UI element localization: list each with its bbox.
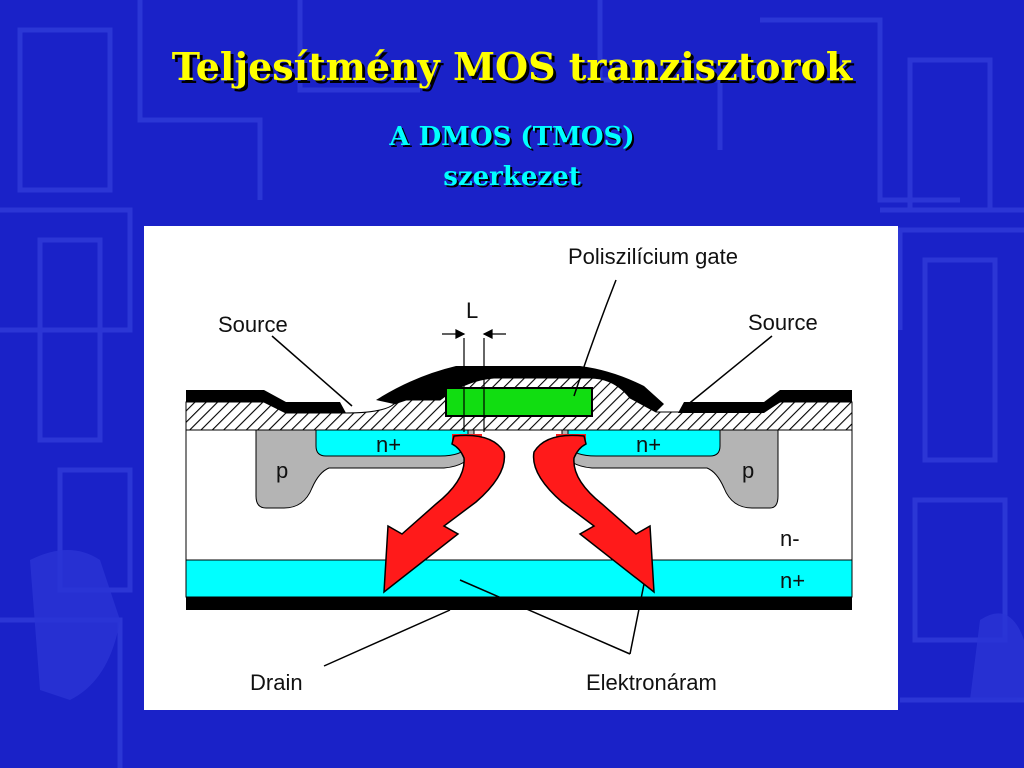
dmos-cross-section: Poliszilícium gate Source Source L n+ n+… <box>185 244 853 695</box>
slide-subtitle-line1: A DMOS (TMOS) <box>389 122 635 152</box>
source-left-leader <box>271 335 353 407</box>
gate-label: Poliszilícium gate <box>568 244 738 269</box>
source-left-label: Source <box>218 312 288 337</box>
channel-length-label: L <box>466 298 478 323</box>
dmos-diagram-panel: Poliszilícium gate Source Source L n+ n+… <box>144 226 898 710</box>
source-metal-right <box>678 390 852 413</box>
electron-current-arrow-left <box>383 434 506 594</box>
n-plus-substrate <box>185 559 853 598</box>
electron-current-leader-right <box>629 583 645 655</box>
source-metal-left <box>186 390 346 413</box>
gate-label-leader <box>573 279 617 397</box>
drain-metal <box>186 597 852 610</box>
electron-current-arrow-right <box>532 434 655 594</box>
electron-current-leader-left <box>459 579 631 655</box>
polysilicon-gate <box>445 387 593 417</box>
source-right-leader <box>685 335 773 407</box>
drain-label: Drain <box>250 670 303 695</box>
n-plus-left-label: n+ <box>376 432 401 457</box>
slide-title: Teljesítmény MOS tranzisztorok <box>171 44 853 89</box>
channel-length-dimension <box>442 329 506 432</box>
p-left-label: p <box>276 458 288 483</box>
slide-subtitle-line2: szerkezet <box>443 162 581 192</box>
n-minus-label: n- <box>780 526 800 551</box>
electron-current-label: Elektronáram <box>586 670 717 695</box>
p-right-label: p <box>742 458 754 483</box>
gate-metal-cover <box>376 366 664 412</box>
drain-leader <box>323 609 451 667</box>
n-plus-substrate-label: n+ <box>780 568 805 593</box>
source-right-label: Source <box>748 310 818 335</box>
n-plus-right-label: n+ <box>636 432 661 457</box>
